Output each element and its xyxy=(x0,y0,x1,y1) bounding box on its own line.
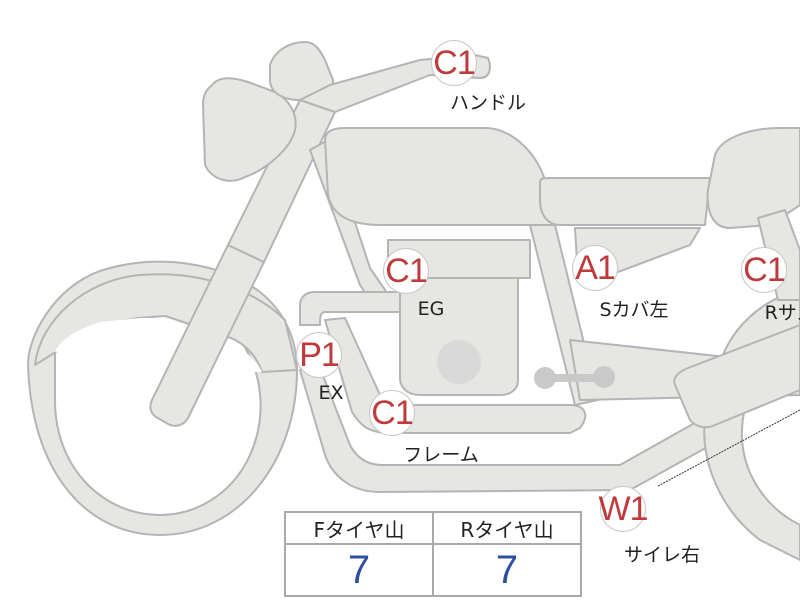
marker-engine[interactable]: C1 xyxy=(383,248,429,294)
label-frame: フレーム xyxy=(403,444,479,466)
marker-exhaust[interactable]: P1 xyxy=(296,332,342,378)
marker-muffler-right[interactable]: W1 xyxy=(599,486,649,532)
side-panel xyxy=(539,177,711,226)
footpeg xyxy=(534,366,615,389)
seat-rear xyxy=(706,127,800,229)
engine-body xyxy=(399,277,519,396)
label-rear-suspension: Rサス xyxy=(764,302,800,324)
marker-frame[interactable]: C1 xyxy=(369,390,415,436)
label-handle: ハンドル xyxy=(449,92,527,114)
label-muffler-right: サイレ右 xyxy=(623,544,701,566)
label-engine: EG xyxy=(417,298,445,320)
marker-handle[interactable]: C1 xyxy=(431,40,477,86)
label-side-cover-left: Sカバ左 xyxy=(599,299,669,321)
fuel-tank xyxy=(324,127,553,226)
marker-side-cover-left[interactable]: A1 xyxy=(572,245,618,291)
label-exhaust: EX xyxy=(318,382,344,404)
tire-tread-table: Fタイヤ山 Rタイヤ山 7 7 xyxy=(284,511,582,597)
exhaust-pipe xyxy=(299,291,401,326)
front-fork-lower xyxy=(149,244,265,427)
rear-tread-header: Rタイヤ山 xyxy=(432,511,582,545)
meter xyxy=(269,41,335,101)
front-tread-header: Fタイヤ山 xyxy=(284,511,434,545)
rear-tread-value[interactable]: 7 xyxy=(432,543,582,597)
marker-rear-suspension[interactable]: C1 xyxy=(741,247,787,293)
front-tread-value[interactable]: 7 xyxy=(284,543,434,597)
headlight xyxy=(202,77,297,182)
